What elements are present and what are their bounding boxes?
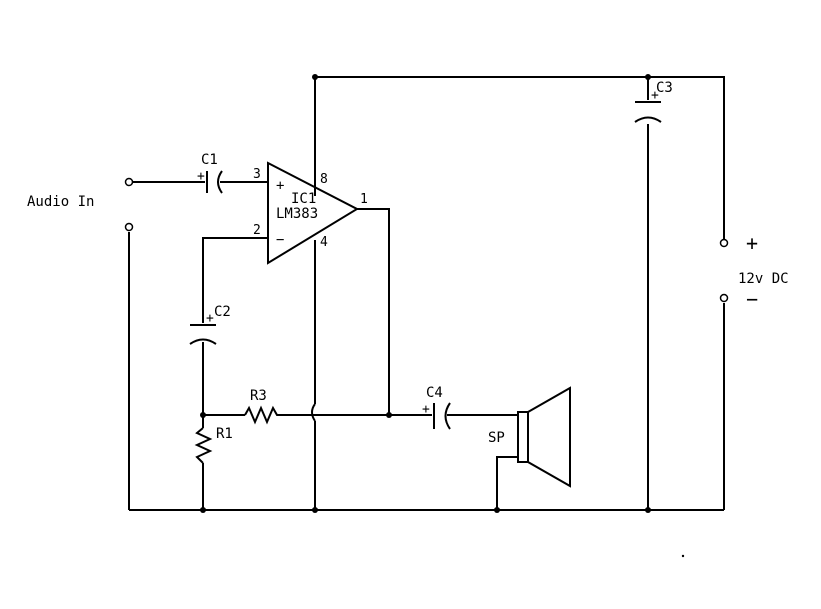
- speaker-cone: [527, 386, 571, 488]
- supply-plus-terminal: [719, 238, 729, 248]
- supply-minus-terminal: [719, 293, 729, 303]
- junction-dot: [312, 507, 318, 513]
- c2-plate-curved: [189, 338, 217, 345]
- audio-in-label: Audio In: [27, 194, 94, 210]
- junction-dot: [312, 74, 318, 80]
- capacitor-c1: + C1: [197, 152, 223, 194]
- c3-plate-curved: [634, 116, 662, 123]
- pin-4-label: 4: [320, 235, 328, 250]
- opamp-ic1: + − IC1 LM383 3 2 8 4 1: [253, 161, 368, 265]
- c1-plate-curved: [217, 170, 223, 194]
- pin-8-label: 8: [320, 172, 328, 187]
- supply-voltage-label: 12v DC: [738, 271, 789, 287]
- wires: [128, 76, 725, 511]
- ic-reference-label: IC1: [291, 191, 316, 207]
- c4-plus-sign: +: [422, 402, 430, 417]
- audio-in-terminal-bottom: [124, 222, 134, 232]
- r1-label: R1: [216, 426, 233, 442]
- wire-top-rail: [315, 76, 725, 243]
- junction-dot: [494, 507, 500, 513]
- supply-plus-sign: +: [746, 231, 758, 255]
- resistor-r1: R1: [194, 426, 233, 464]
- stray-dot: [681, 554, 685, 558]
- junction-dot: [200, 507, 206, 513]
- r3-label: R3: [250, 388, 267, 404]
- resistor-r3: R3: [244, 388, 280, 425]
- capacitor-c3: + C3: [634, 80, 673, 123]
- wire-crossover-bump: [311, 403, 316, 422]
- terminals: [124, 177, 729, 303]
- junction-dot: [386, 412, 392, 418]
- c4-plate-curved: [444, 402, 451, 430]
- pin-1-label: 1: [360, 192, 368, 207]
- capacitor-c2: + C2: [189, 304, 231, 345]
- c4-label: C4: [426, 385, 443, 401]
- junction-dot: [645, 507, 651, 513]
- junctions: [200, 74, 685, 558]
- c3-label: C3: [656, 80, 673, 96]
- wire-pin2: [202, 237, 268, 323]
- r3-zigzag: [244, 405, 280, 425]
- c2-plus-sign: +: [206, 311, 214, 326]
- opamp-minus-sign: −: [276, 232, 284, 248]
- c3-plus-sign: +: [651, 88, 659, 103]
- junction-dot: [200, 412, 206, 418]
- wire-output: [357, 208, 390, 415]
- speaker-label: SP: [488, 430, 505, 446]
- opamp-triangle: [267, 161, 360, 265]
- c1-label: C1: [201, 152, 218, 168]
- c1-plus-sign: +: [197, 169, 205, 184]
- audio-in-terminal-top: [124, 177, 134, 187]
- capacitor-c4: + C4: [422, 385, 451, 430]
- c2-label: C2: [214, 304, 231, 320]
- opamp-plus-sign: +: [276, 178, 284, 194]
- pin-3-label: 3: [253, 167, 261, 182]
- supply-minus-sign: −: [746, 287, 758, 311]
- wire-speaker-return: [496, 456, 518, 510]
- speaker-magnet: [517, 411, 529, 463]
- speaker-sp: SP: [488, 386, 571, 488]
- ic-part-label: LM383: [276, 206, 318, 222]
- r1-zigzag: [194, 427, 213, 464]
- pin-2-label: 2: [253, 223, 261, 238]
- junction-dot: [645, 74, 651, 80]
